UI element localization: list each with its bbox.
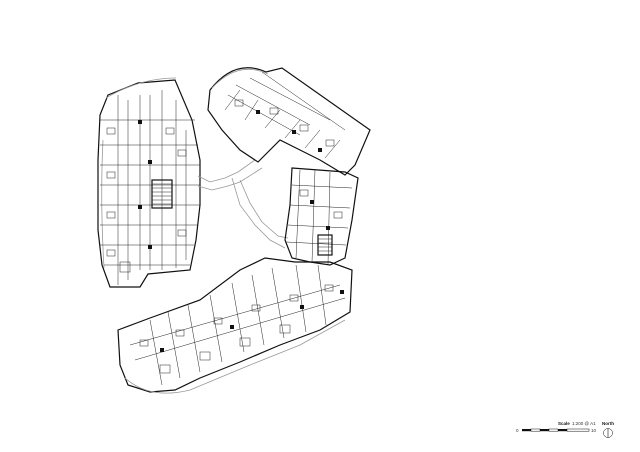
scale-bar <box>522 428 590 432</box>
north-title: North <box>602 421 614 426</box>
scale-value: 1:200 @ A1 <box>572 421 596 426</box>
connecting-walkways <box>197 159 289 249</box>
scale-end-label: 10 <box>591 428 597 433</box>
lower-curved-building-block <box>117 257 353 394</box>
scale-title: Scale <box>558 421 570 426</box>
north-arrow-icon <box>603 428 613 438</box>
middle-right-building-block <box>284 167 359 266</box>
scale-start-label: 0 <box>516 428 519 433</box>
scale-bar-legend: Scale 1:200 @ A1 0 10 <box>516 421 597 433</box>
north-arrow-legend: North <box>602 421 614 438</box>
upper-right-building-block <box>207 67 371 176</box>
left-building-block <box>97 77 201 288</box>
